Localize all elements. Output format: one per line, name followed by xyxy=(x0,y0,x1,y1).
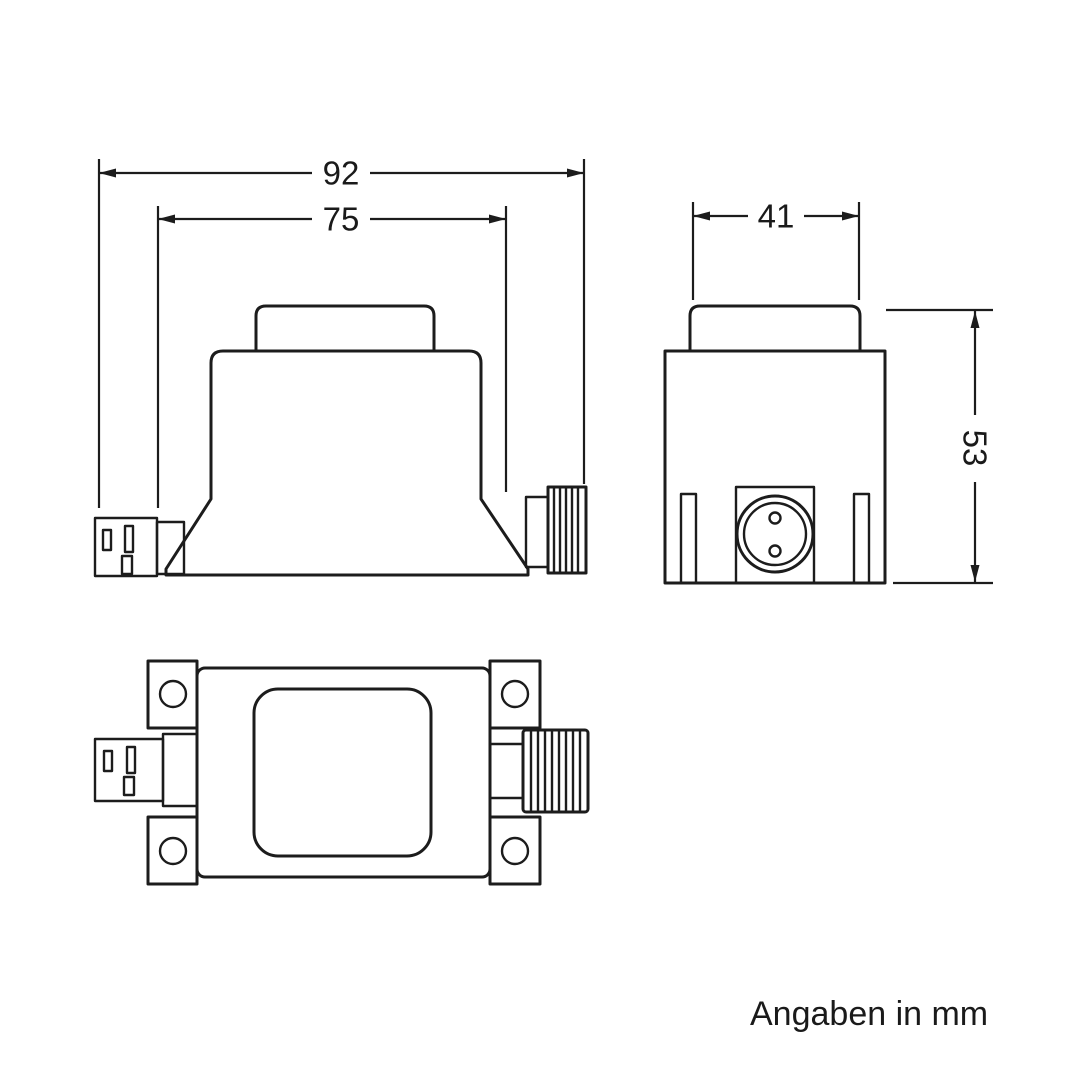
mounting-hole xyxy=(500,836,530,866)
mount-tab-bottom-right xyxy=(488,815,542,886)
housing-body-top xyxy=(195,666,492,879)
mounting-hole xyxy=(158,836,188,866)
foot-slot-left xyxy=(679,492,698,583)
plug-slot xyxy=(102,749,114,773)
dimension-depth: 41 xyxy=(691,198,861,300)
dimension-height: 53 xyxy=(886,308,994,585)
top-view xyxy=(93,659,590,886)
housing-body-side xyxy=(164,349,530,577)
dim-41-label: 41 xyxy=(758,198,795,235)
dim-92-label: 92 xyxy=(323,155,360,192)
mount-tab-bottom-left xyxy=(146,815,199,886)
housing-body-front xyxy=(663,349,887,585)
plug-slot xyxy=(125,745,137,775)
gland-thread-side xyxy=(546,485,588,575)
plug-coupler-top xyxy=(161,732,199,808)
units-note: Angaben in mm xyxy=(750,995,988,1033)
dim-53-label: 53 xyxy=(957,430,994,467)
dimension-overall-width: 92 xyxy=(97,155,586,508)
plug-slot xyxy=(123,524,135,554)
gland-neck-top xyxy=(488,742,525,800)
foot-slot-right xyxy=(852,492,871,583)
mounting-hole xyxy=(500,679,530,709)
gland-thread-top xyxy=(521,728,590,814)
front-view xyxy=(663,304,887,585)
gland-neck-side xyxy=(524,495,550,569)
side-view xyxy=(93,304,588,578)
housing-cap-top xyxy=(252,687,433,858)
plug-slot xyxy=(101,528,113,552)
round-connector-inner xyxy=(742,501,808,567)
thread-lines-side xyxy=(552,488,580,572)
housing-cap-side xyxy=(254,304,436,351)
plug-notch xyxy=(122,775,136,797)
plug-notch xyxy=(120,554,134,576)
dimension-base-width: 75 xyxy=(156,201,508,508)
mount-tab-top-right xyxy=(488,659,542,730)
connector-bracket xyxy=(734,485,816,583)
connector-pin-hole xyxy=(768,544,782,558)
housing-cap-front xyxy=(688,304,862,351)
round-connector-outer xyxy=(735,494,815,574)
dim-75-label: 75 xyxy=(323,201,360,238)
thread-lines-top xyxy=(529,731,582,811)
mounting-hole xyxy=(158,679,188,709)
connector-pin-hole xyxy=(768,511,782,525)
mount-tab-top-left xyxy=(146,659,199,730)
